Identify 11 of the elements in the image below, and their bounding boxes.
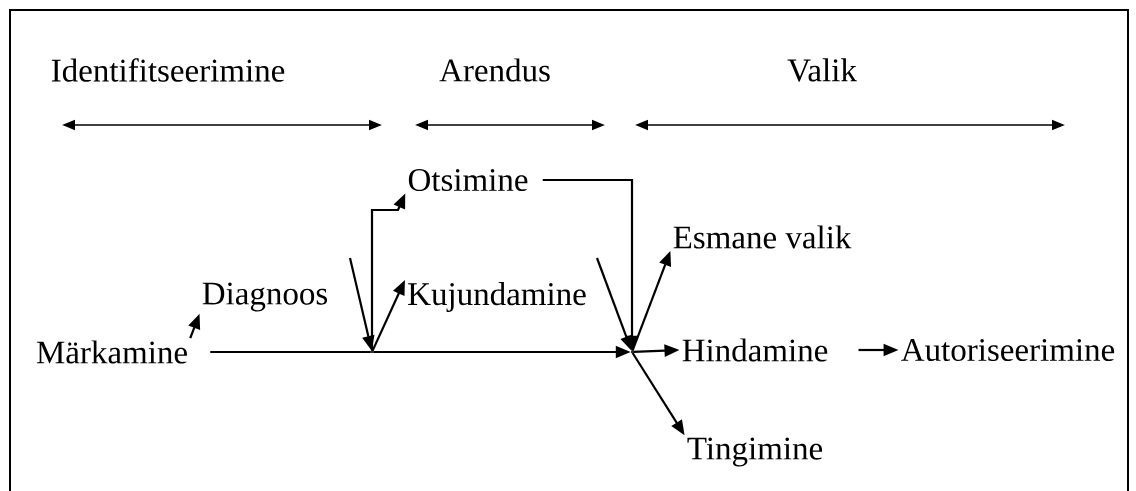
step-label: Hindamine (682, 338, 828, 362)
step-label: Otsimine (408, 168, 528, 192)
phase-label: Arendus (439, 58, 550, 82)
step-label: Autoriseerimine (901, 338, 1115, 362)
step-label: Esmane valik (673, 225, 852, 249)
step-label: Diagnoos (202, 282, 328, 312)
step-label: Märkamine (36, 340, 187, 364)
phase-label: Valik (787, 58, 857, 82)
step-label: Tingimine (687, 437, 823, 467)
phase-label: Identifitseerimine (51, 58, 285, 82)
step-label: Kujundamine (408, 282, 586, 312)
